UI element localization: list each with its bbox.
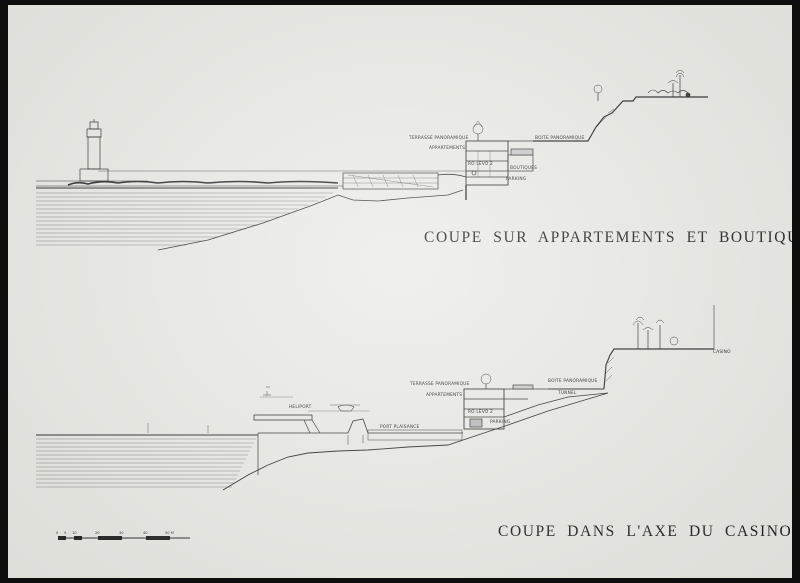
- scale-bar: [58, 536, 190, 540]
- bottom-section-labels: TERRASSE PANORAMIQUE APPARTEMENTS BOITE …: [289, 349, 731, 430]
- top-label-parking: PARKING: [506, 176, 526, 182]
- top-section-title: COUPE SUR APPARTEMENTS ET BOUTIQUES: [424, 229, 792, 246]
- architectural-sections: TERRASSE PANORAMIQUE APPARTEMENTS BOITE …: [36, 69, 731, 540]
- scale-tick: 5: [64, 531, 66, 535]
- scale-tick: 40: [143, 531, 148, 535]
- top-label-terrasse: TERRASSE PANORAMIQUE: [408, 135, 469, 141]
- bottom-label-port: PORT PLAISANCE: [380, 424, 419, 430]
- scale-bar-labels: 0 5 10 20 30 40 50 M: [56, 531, 174, 535]
- scale-tick: 10: [72, 531, 77, 535]
- drawing-sheet: TERRASSE PANORAMIQUE APPARTEMENTS BOITE …: [8, 5, 792, 578]
- bottom-label-appartements: APPARTEMENTS: [426, 392, 462, 398]
- bottom-trees: [480, 316, 679, 389]
- top-trees: [472, 69, 691, 141]
- top-label-appartements: APPARTEMENTS: [429, 145, 465, 151]
- top-building: [465, 140, 538, 200]
- top-section-labels: TERRASSE PANORAMIQUE APPARTEMENTS BOITE …: [408, 135, 585, 182]
- scale-tick: 30: [119, 531, 124, 535]
- bottom-label-heliport: HELIPORT: [289, 404, 312, 410]
- top-label-boite: BOITE PANORAMIQUE: [535, 135, 585, 141]
- bottom-building: [463, 384, 609, 430]
- scale-tick: 20: [95, 531, 100, 535]
- bottom-label-parking: PARKING: [490, 419, 510, 425]
- bottom-sea-hatching: [36, 438, 256, 488]
- lighthouse-drawing: [36, 119, 148, 182]
- top-sea-hatching: [36, 192, 333, 246]
- top-section-drawing: [36, 69, 708, 251]
- bottom-section-title: COUPE DANS L'AXE DU CASINO: [498, 523, 792, 540]
- top-label-boutiques: BOUTIQUES: [510, 165, 537, 171]
- bottom-label-casino: CASINO: [713, 349, 731, 355]
- bottom-label-niveau: RO LEVO 2: [468, 409, 493, 415]
- scale-tick: 0: [56, 531, 59, 535]
- scale-tick: 50 M: [165, 531, 174, 535]
- top-label-niveau: RO LEVO 2: [468, 161, 493, 167]
- heliport-drawing: [253, 386, 321, 434]
- bottom-label-tunnel: TUNNEL: [557, 390, 577, 396]
- bottom-section-drawing: [36, 305, 715, 491]
- bottom-label-boite: BOITE PANORAMIQUE: [548, 378, 598, 384]
- bottom-label-terrasse: TERRASSE PANORAMIQUE: [409, 381, 470, 387]
